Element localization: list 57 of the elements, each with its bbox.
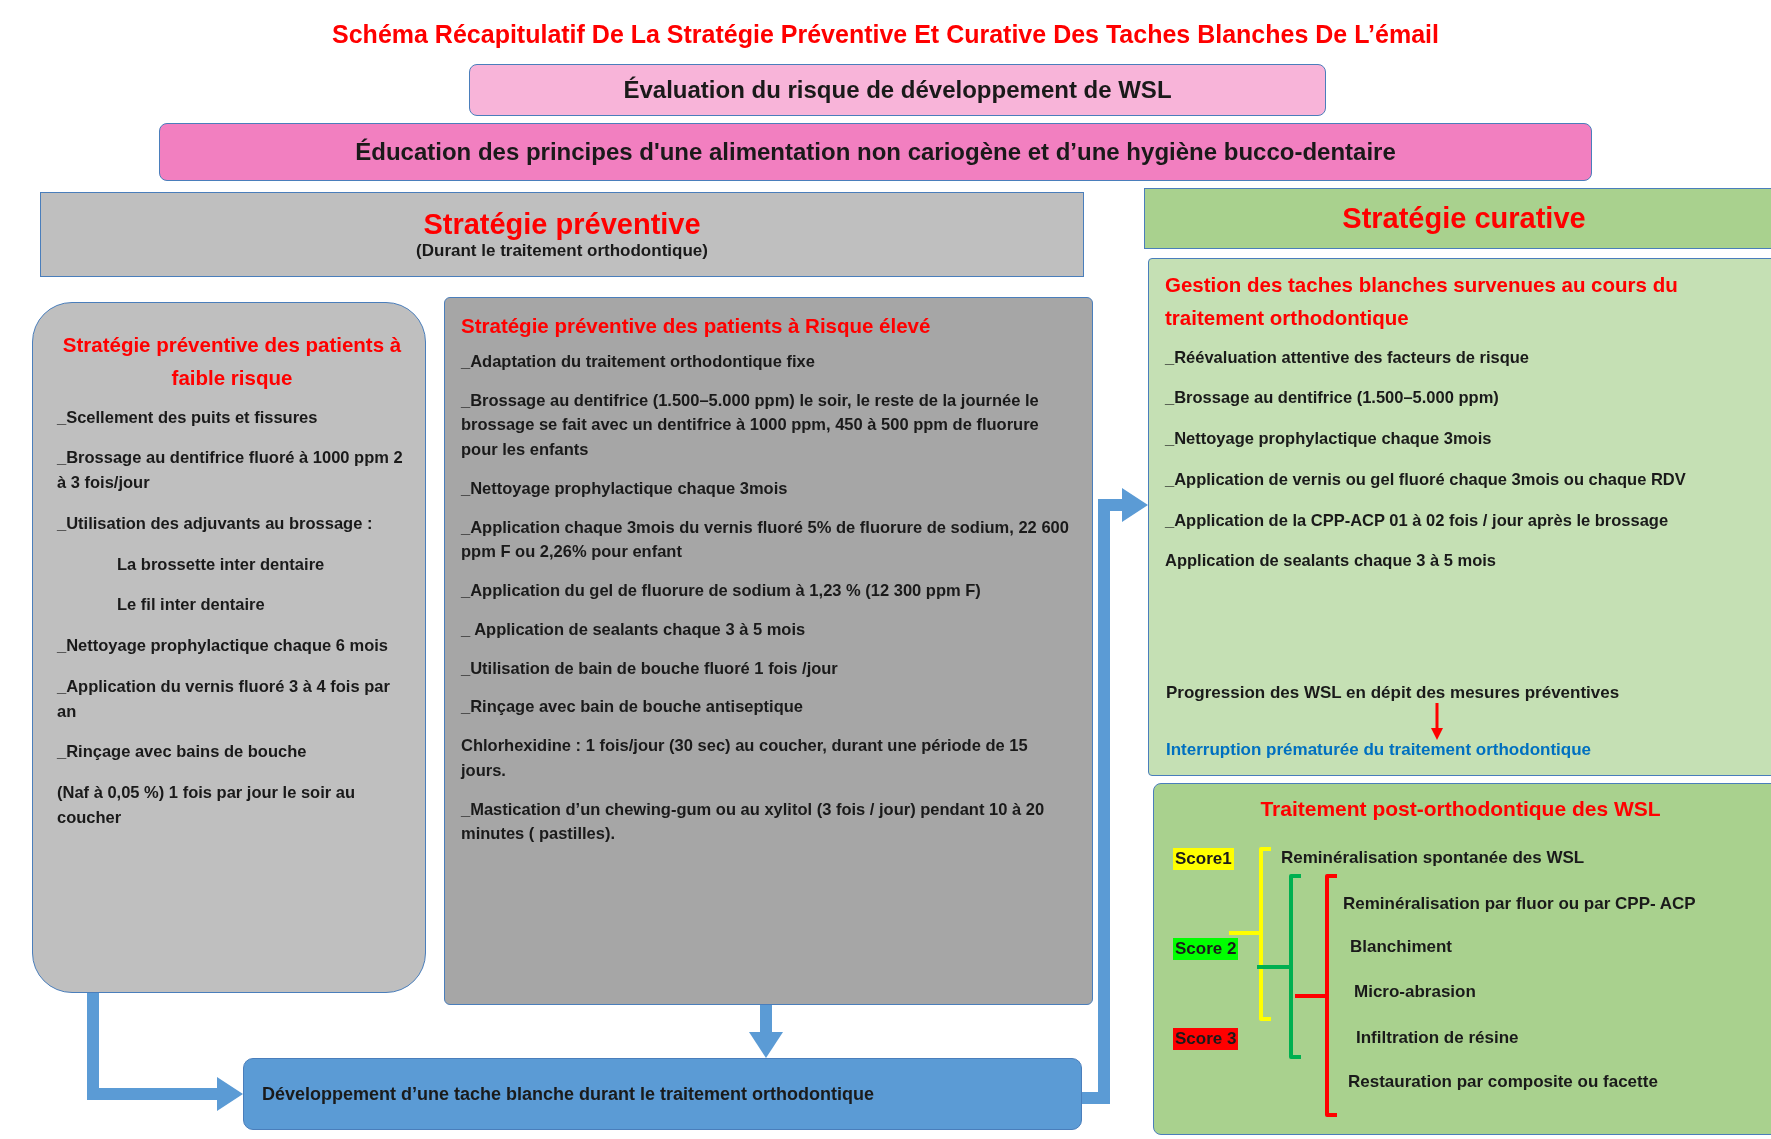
list-item: _Application du gel de fluorure de sodium à 1,23 % (12 300 ppm F)	[461, 580, 982, 602]
header-text: Évaluation du risque de développement de WSL	[622, 76, 1173, 104]
score-label: Score1	[1173, 848, 1234, 870]
strategy-panel	[32, 302, 426, 993]
list-item: Application de sealants chaque 3 à 5 mois	[1165, 550, 1498, 572]
list-item: _Nettoyage prophylactique chaque 3mois	[1165, 428, 1493, 450]
treatment-item: Infiltration de résine	[1356, 1028, 1519, 1048]
section-title: Stratégie préventive	[422, 208, 702, 241]
list-item: _Mastication d’un chewing-gum ou au xylitol (3 fois / jour) pendant 10 à 20 minutes ( pastilles).	[461, 798, 1046, 845]
list-item: _Application chaque 3mois du vernis fluoré 5% de fluorure de sodium, 22 600 ppm F ou 2,26% pour enfant	[461, 516, 1070, 563]
list-item: _Brossage au dentifrice (1.500–5.000 ppm)	[1165, 387, 1500, 409]
section-header	[40, 192, 1084, 277]
strategy-panel	[1148, 258, 1771, 776]
list-item: _Application de la CPP-ACP 01 à 02 fois / jour après le brossage	[1165, 509, 1670, 531]
list-item: _Adaptation du traitement orthodontique fixe	[461, 350, 816, 372]
treatment-item: Blanchiment	[1350, 937, 1453, 957]
list-item: _Scellement des puits et fissures	[57, 406, 319, 428]
list-item: _ Application de sealants chaque 3 à 5 mois	[461, 618, 807, 640]
panel-heading: Stratégie préventive des patients à Risque élevé	[461, 313, 932, 339]
header-text: Développement d’une tache blanche durant le traitement orthodontique	[261, 1083, 876, 1105]
treatment-item: Restauration par composite ou facette	[1348, 1072, 1658, 1092]
score-label: Score 2	[1173, 938, 1239, 960]
treatment-item: Reminéralisation spontanée des WSL	[1281, 848, 1585, 868]
header-box	[159, 123, 1592, 181]
arrow	[1431, 703, 1443, 740]
list-item: _Rinçage avec bains de bouche	[57, 741, 308, 763]
list-item: _Utilisation de bain de bouche fluoré 1 fois /jour	[461, 657, 839, 679]
header-box	[469, 64, 1326, 116]
list-item: _Nettoyage prophylactique chaque 3mois	[461, 477, 789, 499]
list-item: _Nettoyage prophylactique chaque 6 mois	[57, 635, 389, 657]
outcome-box	[243, 1058, 1082, 1130]
list-item: _Application du vernis fluoré 3 à 4 fois par an	[57, 675, 391, 722]
treatment-item: Reminéralisation par fluor ou par CPP- ACP	[1343, 894, 1696, 914]
section-title: Stratégie curative	[1341, 202, 1587, 235]
treatment-panel	[1153, 783, 1771, 1135]
section-header	[1144, 188, 1771, 249]
list-item: _Réévaluation attentive des facteurs de risque	[1165, 346, 1531, 368]
list-item: _Brossage au dentifrice (1.500–5.000 ppm) le soir, le reste de la journée le brossage se fait avec un dentifrice à 1000 ppm, 450 à 500 ppm de fluorure pour les enfants	[461, 389, 1040, 461]
list-item: Le fil inter dentaire	[116, 594, 266, 616]
panel-heading: Gestion des taches blanches survenues au cours du traitement orthodontique	[1165, 272, 1679, 331]
header-text: Éducation des principes d'une alimentation non cariogène et d’une hygiène bucco-dentaire	[354, 138, 1397, 166]
section-subtitle: (Durant le traitement orthodontique)	[415, 241, 709, 261]
list-item: Chlorhexidine : 1 fois/jour (30 sec) au coucher, durant une période de 15 jours.	[461, 735, 1029, 781]
diagram-title: Schéma Récapitulatif De La Stratégie Préventive Et Curative Des Taches Blanches De L’émail	[331, 20, 1440, 49]
list-item: La brossette inter dentaire	[116, 553, 326, 575]
panel-heading: Stratégie préventive des patients à faible risque	[61, 332, 403, 391]
treatment-item: Micro-abrasion	[1354, 982, 1476, 1002]
panel-heading: Traitement post-orthodontique des WSL	[1259, 797, 1662, 821]
list-item: _Application de vernis ou gel fluoré chaque 3mois ou chaque RDV	[1165, 468, 1687, 490]
note-text: Progression des WSL en dépit des mesures préventives	[1166, 683, 1620, 703]
list-item: _Rinçage avec bain de bouche antiseptique	[461, 696, 804, 718]
note-text: Interruption prématurée du traitement orthodontique	[1166, 740, 1591, 760]
list-item: _Brossage au dentifrice fluoré à 1000 ppm 2 à 3 fois/jour	[57, 447, 404, 494]
score-label: Score 3	[1173, 1028, 1239, 1050]
strategy-panel	[444, 297, 1093, 1005]
list-item: (Naf à 0,05 %) 1 fois par jour le soir au coucher	[57, 782, 356, 828]
list-item: _Utilisation des adjuvants au brossage :	[57, 512, 374, 534]
